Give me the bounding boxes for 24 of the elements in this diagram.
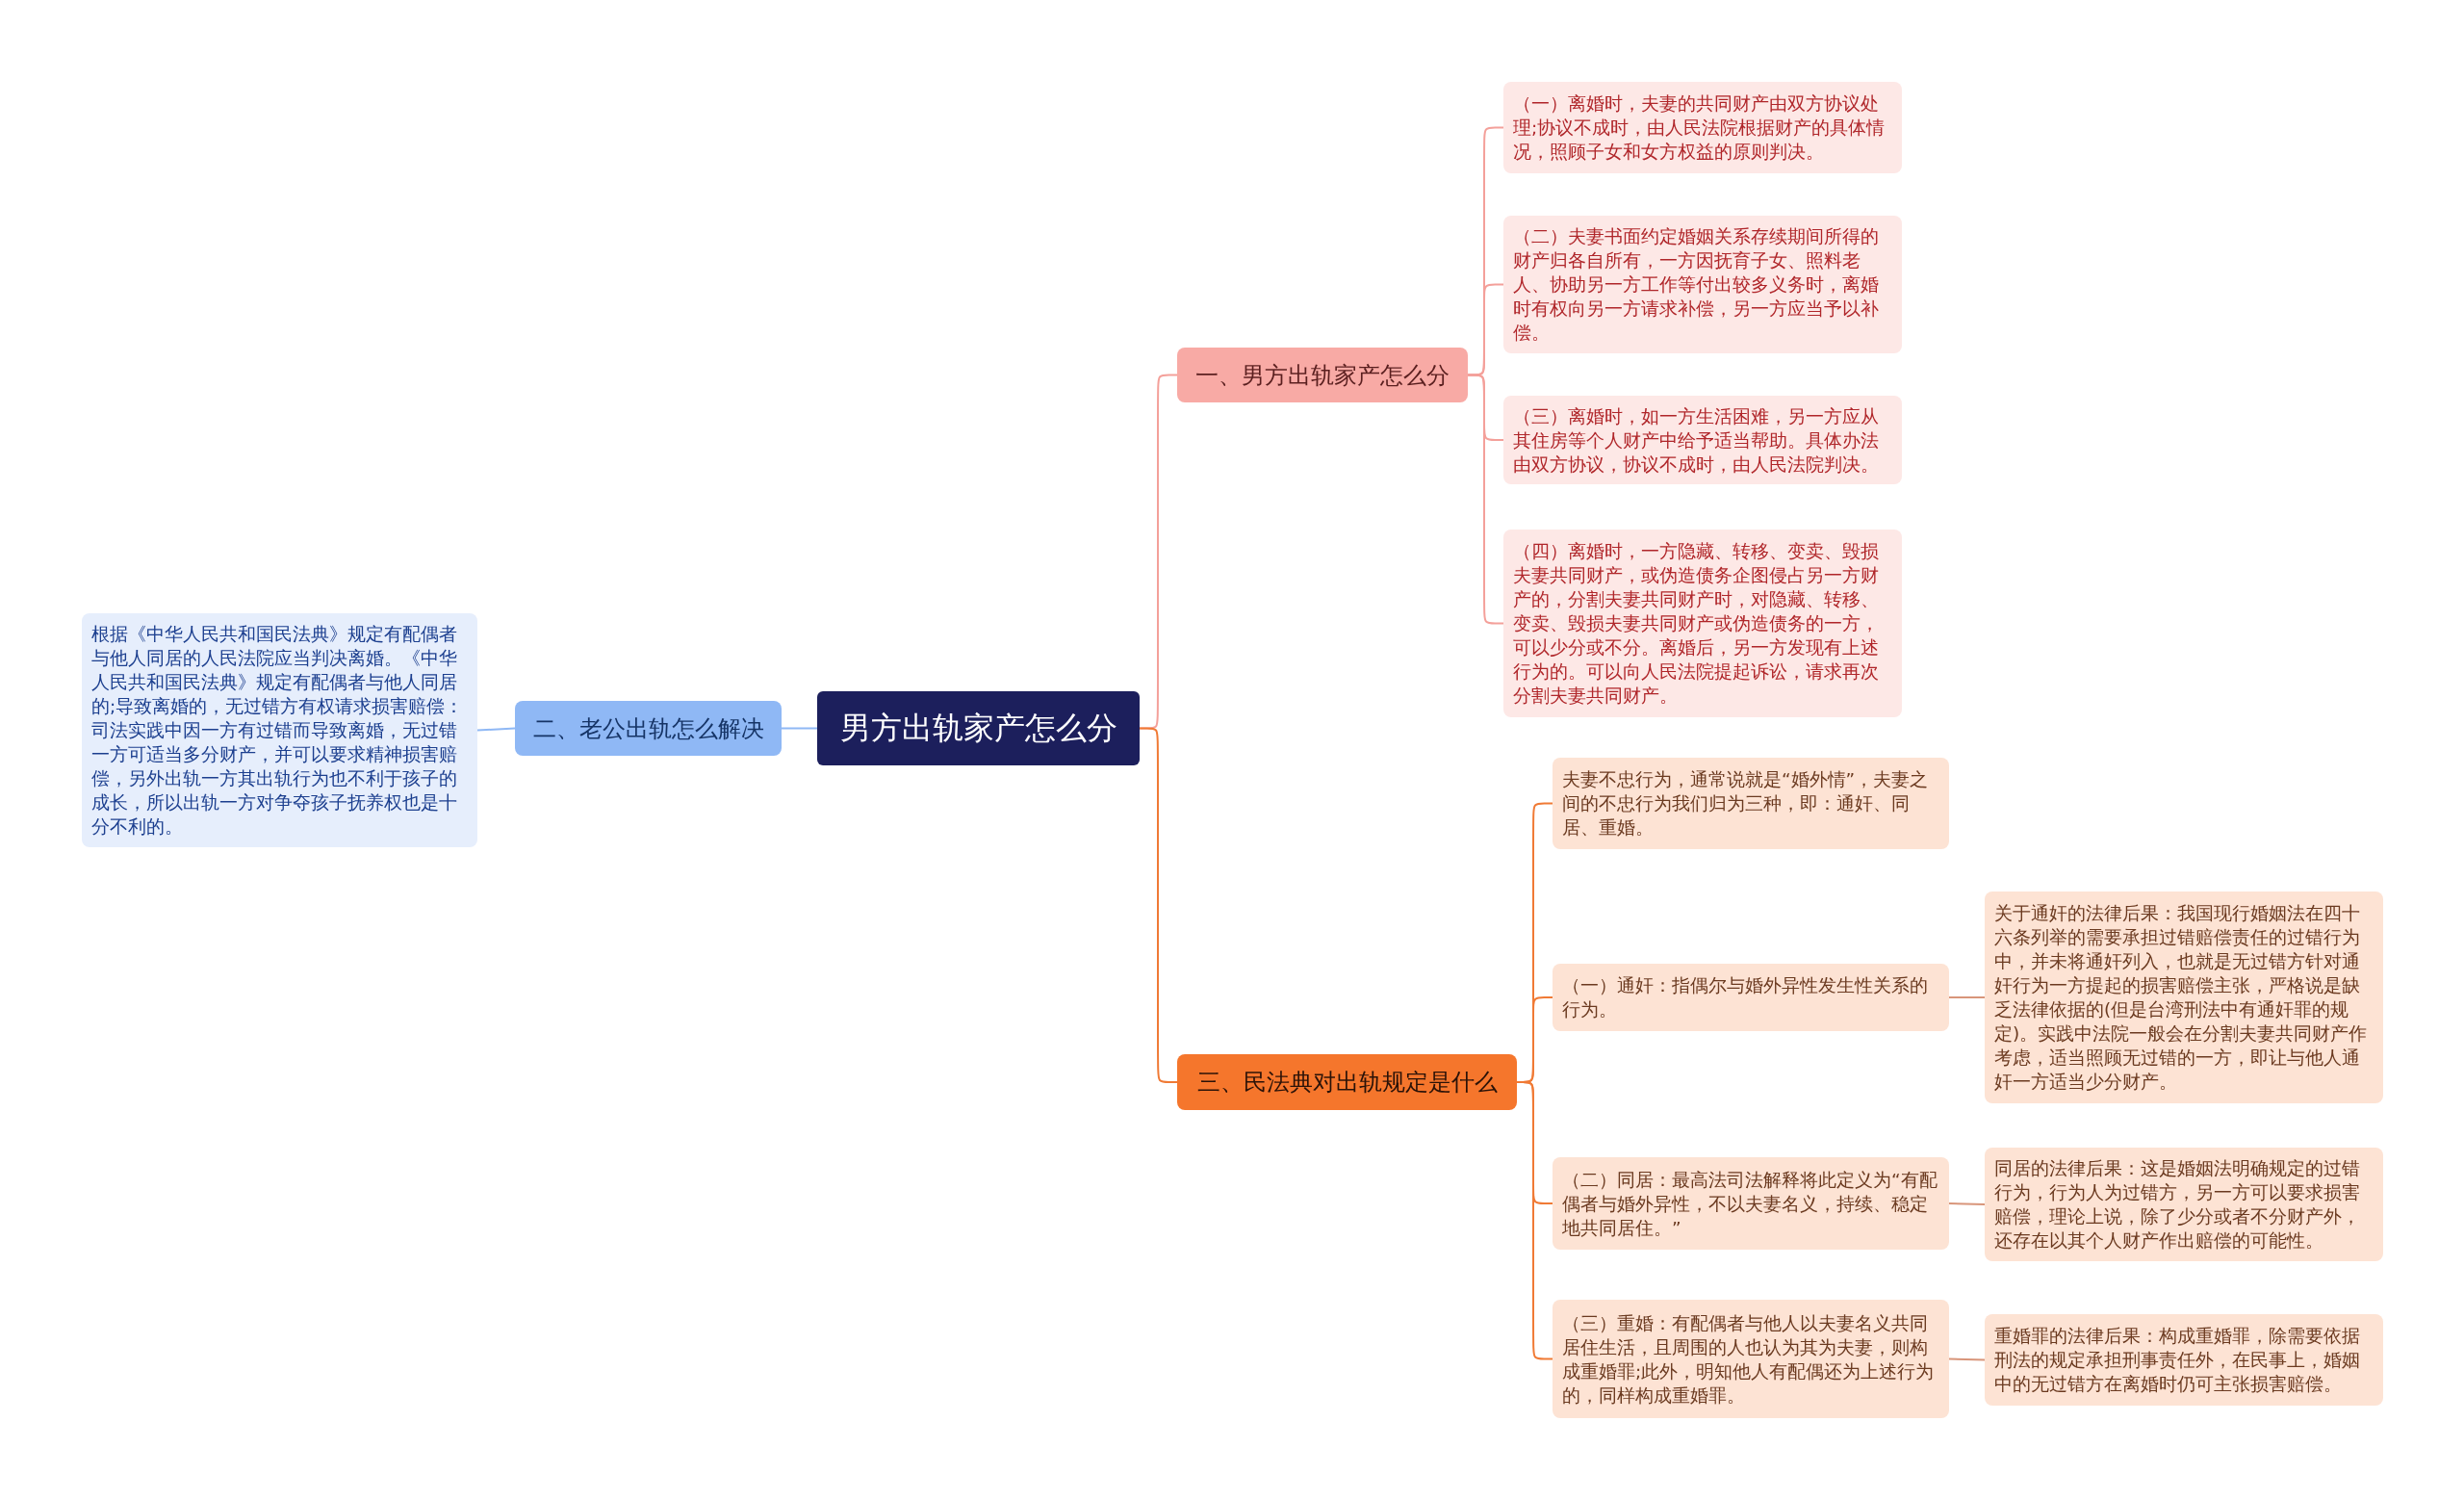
detail-box: （四）离婚时，一方隐藏、转移、变卖、毁损夫妻共同财产，或伪造债务企图侵占另一方财产的，分割夫妻共同财产时，对隐藏、转移、变卖、毁损夫妻共同财产或伪造债务的一方，可以少分或不分。离婚后，另一方发现有上述行为的。可以向人民法院提起诉讼，请求再次分割夫妻共同财产。 — [1503, 530, 1902, 717]
connector-line — [1467, 374, 1504, 625]
detail-box: （一）通奸：指偶尔与婚外异性发生性关系的行为。 — [1553, 964, 1949, 1031]
branch-topic: 三、民法典对出轨规定是什么 — [1177, 1054, 1517, 1110]
connector-line — [1139, 727, 1178, 1083]
detail-box: 同居的法律后果：这是婚姻法明确规定的过错行为，行为人为过错方，另一方可以要求损害赔偿，理论上说，除了少分或者不分财产外，还存在以其个人财产作出赔偿的可能性。 — [1985, 1148, 2383, 1261]
detail-box: 重婚罪的法律后果：构成重婚罪，除需要依据刑法的规定承担刑事责任外，在民事上，婚姻中的无过错方在离婚时仍可主张损害赔偿。 — [1985, 1314, 2383, 1406]
connector-line — [1948, 1357, 1986, 1361]
detail-box: （三）重婚：有配偶者与他人以夫妻名义共同居住生活，且周围的人也认为其为夫妻，则构成重婚罪;此外，明知他人有配偶还为上述行为的，同样构成重婚罪。 — [1553, 1300, 1949, 1418]
detail-box: （二）夫妻书面约定婚姻关系存续期间所得的财产归各自所有，一方因抚育子女、照料老人、协助另一方工作等付出较多义务时，离婚时有权向另一方请求补偿，另一方应当予以补偿。 — [1503, 216, 1902, 353]
connector-line — [1948, 1202, 1986, 1205]
connector-line — [476, 727, 516, 732]
detail-box: 根据《中华人民共和国民法典》规定有配偶者与他人同居的人民法院应当判决离婚。《中华人民共和国民法典》规定有配偶者与他人同居的;导致离婚的，无过错方有权请求损害赔偿：司法实践中因一方有过错而导致离婚，无过错一方可适当多分财产，并可以要求精神损害赔偿，另外出轨一方其出轨行为也不利于孩子的成长，所以出轨一方对争夺孩子抚养权也是十分不利的。 — [82, 613, 477, 847]
detail-box: （一）离婚时，夫妻的共同财产由双方协议处理;协议不成时，由人民法院根据财产的具体情况，照顾子女和女方权益的原则判决。 — [1503, 82, 1902, 173]
detail-box: 夫妻不忠行为，通常说就是“婚外情”，夫妻之间的不忠行为我们归为三种，即：通奸、同居、重婚。 — [1553, 758, 1949, 849]
detail-box: （二）同居：最高法司法解释将此定义为“有配偶者与婚外异性，不以夫妻名义，持续、稳定地共同居住。” — [1553, 1157, 1949, 1250]
connector-line — [1948, 996, 1986, 998]
connector-line — [1516, 1081, 1553, 1360]
detail-box: （三）离婚时，如一方生活困难，另一方应从其住房等个人财产中给予适当帮助。具体办法由双方协议，协议不成时，由人民法院判决。 — [1503, 396, 1902, 484]
connector-line — [781, 727, 818, 730]
detail-box: 关于通奸的法律后果：我国现行婚姻法在四十六条列举的需要承担过错赔偿责任的过错行为中，并未将通奸列入，也就是无过错方针对通奸行为一方提起的损害赔偿主张，严格说是缺乏法律依据的(但是台湾刑法中有通奸罪的规定)。实践中法院一般会在分割夫妻共同财产作考虑，适当照顾无过错的一方，即让与他人通奸一方适当少分财产。 — [1985, 892, 2383, 1103]
branch-topic: 二、老公出轨怎么解决 — [515, 701, 782, 756]
branch-topic: 一、男方出轨家产怎么分 — [1177, 348, 1468, 402]
central-topic: 男方出轨家产怎么分 — [817, 691, 1140, 765]
